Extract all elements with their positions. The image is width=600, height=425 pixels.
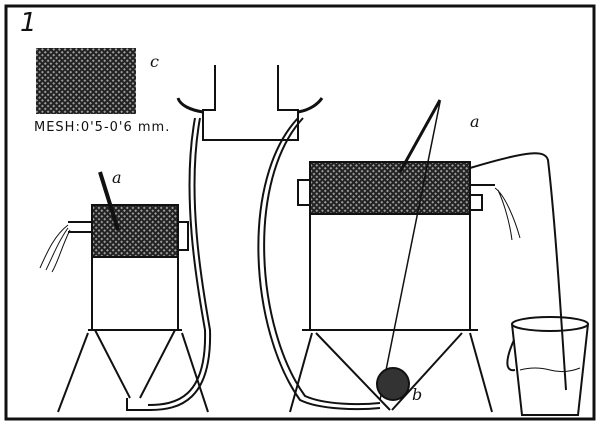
figure-frame	[4, 4, 596, 421]
label-c: c	[150, 52, 159, 71]
large-incubator	[289, 99, 567, 413]
egg-cluster	[376, 367, 410, 401]
label-a-small: a	[112, 168, 122, 187]
mesh-size-label: MESH:0'5-0'6 mm.	[34, 120, 171, 135]
label-b: b	[412, 385, 423, 404]
small-incubator	[39, 171, 209, 413]
supply-tank	[147, 65, 381, 411]
mesh-sample	[36, 48, 136, 114]
figure-number: 1	[20, 8, 37, 38]
bucket	[506, 316, 589, 416]
label-a-large: a	[470, 112, 480, 131]
